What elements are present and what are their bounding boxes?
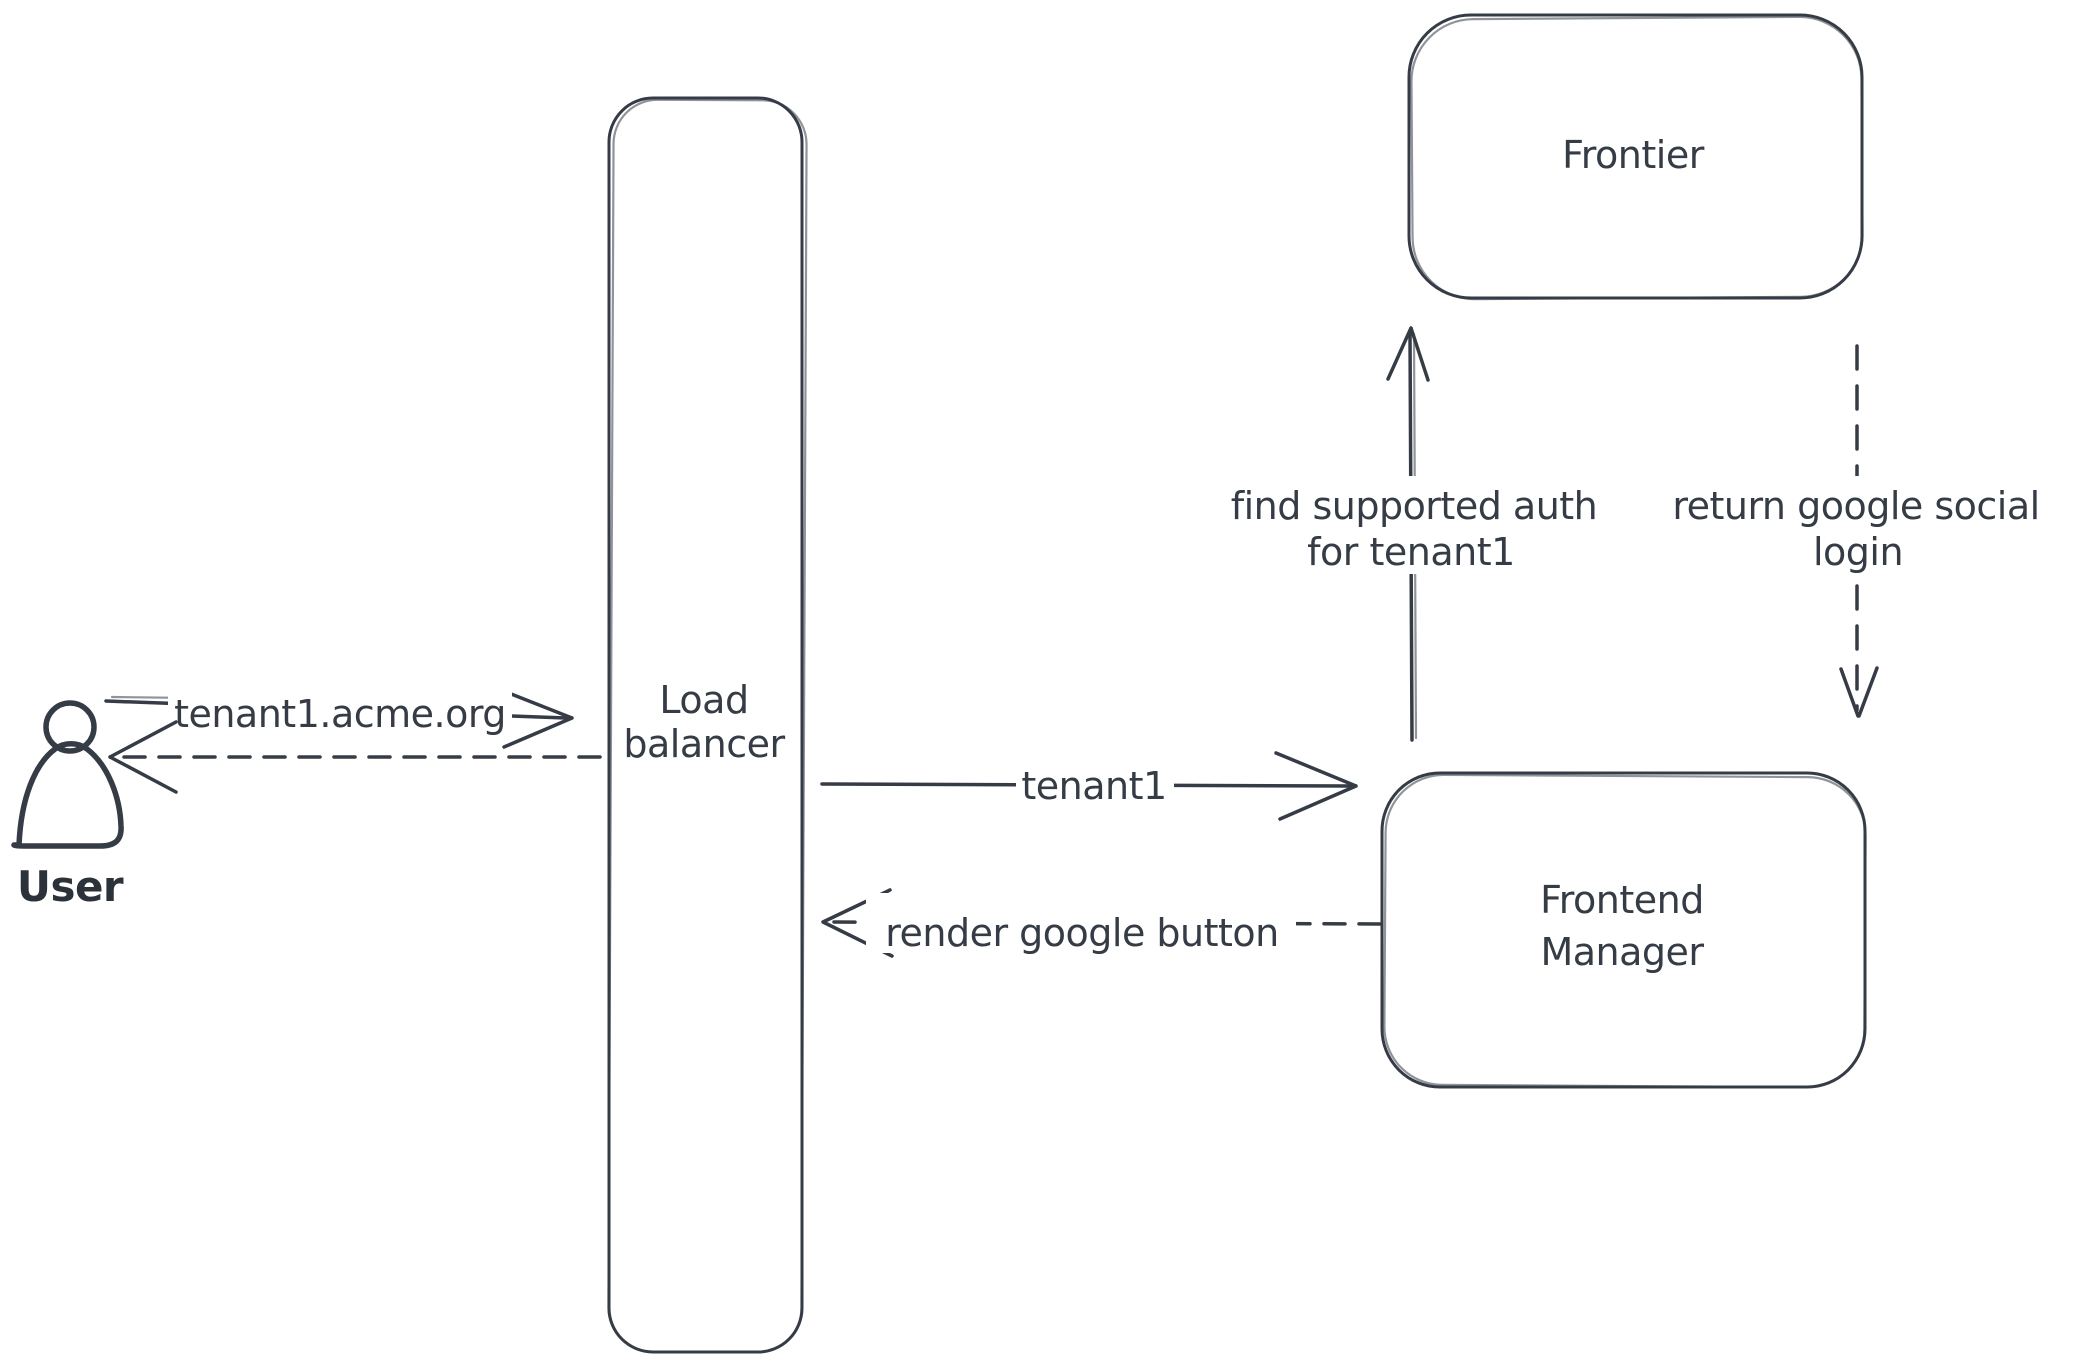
edge-label-mask (168, 683, 512, 741)
edge-reply-to-user (108, 720, 602, 794)
frontier-node: Frontier (1407, 13, 1864, 301)
user-label: User (17, 862, 124, 911)
frontend-manager-box (1380, 771, 1867, 1089)
load-balancer-label-line2: balancer (623, 722, 785, 766)
edge-reply-to-user-arrowhead (108, 720, 178, 794)
user-node: User (11, 700, 124, 911)
edge-tenant1-acme-org-label: tenant1.acme.org (174, 692, 506, 736)
load-balancer-box (607, 96, 804, 1354)
edge-find-supported-auth-label-line2: for tenant1 (1307, 530, 1515, 574)
edge-render-google-button: render google button (821, 888, 1382, 958)
edge-render-google-button-label: render google button (885, 911, 1279, 955)
edge-find-supported-auth-label-line1: find supported auth (1231, 484, 1598, 528)
edge-label-mask (1652, 476, 2060, 574)
frontend-manager-label-line2: Manager (1540, 930, 1704, 974)
edge-find-supported-auth: find supported auth for tenant1 (1208, 326, 1620, 742)
frontend-manager-label-line1: Frontend (1540, 878, 1704, 922)
edge-label-mask (1016, 757, 1174, 809)
load-balancer-label-line1: Load (659, 678, 748, 722)
edge-tenant1: tenant1 (820, 751, 1358, 821)
edge-tenant1-acme-org: tenant1.acme.org (104, 683, 574, 749)
user-person-icon (43, 700, 97, 754)
edge-return-google-social-login-label-line1: return google social (1672, 484, 2039, 528)
edge-return-google-social-login-arrowhead (1839, 666, 1879, 718)
edge-tenant1-label: tenant1 (1021, 764, 1166, 808)
edge-label-mask (1208, 476, 1620, 574)
load-balancer-node: Load balancer (607, 96, 808, 1354)
edge-return-google-social-login: return google social login (1652, 344, 2060, 718)
frontier-box (1407, 13, 1864, 300)
frontend-manager-node: Frontend Manager (1380, 771, 1867, 1089)
user-person-body-icon (11, 741, 124, 849)
edge-label-mask (866, 893, 1296, 953)
frontier-label: Frontier (1562, 133, 1705, 177)
edge-tenant1-arrowhead (1274, 751, 1358, 821)
edge-tenant1-acme-org-arrowhead (502, 690, 574, 749)
edge-find-supported-auth-arrowhead (1386, 326, 1430, 382)
edge-return-google-social-login-label-line2: login (1813, 530, 1903, 574)
